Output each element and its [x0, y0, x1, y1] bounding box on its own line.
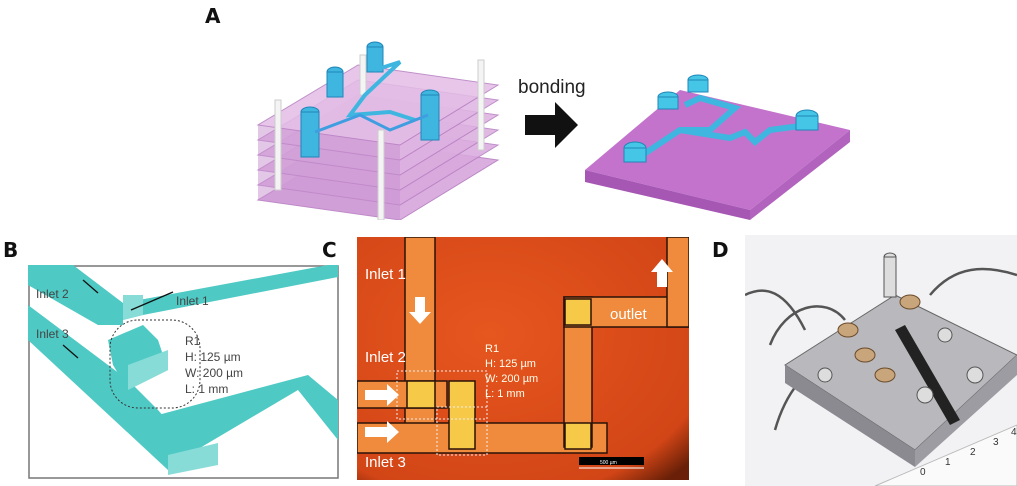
bonding-label: bonding — [518, 77, 586, 98]
panel-d-photo: 0 1 2 3 4 — [745, 235, 1017, 486]
panel-a-label: A — [205, 4, 221, 28]
inlet-3-label: Inlet 3 — [365, 454, 406, 471]
scale-bar-label: 500 µm — [600, 460, 617, 466]
inlet-3-label: Inlet 3 — [36, 327, 69, 341]
panel-b-label: B — [3, 238, 19, 262]
inlet-1-label: Inlet 1 — [365, 266, 406, 283]
ruler — [874, 424, 1017, 486]
width-label: W: 200 µm — [485, 373, 538, 385]
ruler-tick-0: 0 — [920, 467, 926, 478]
panel-b-schematic: Inlet 2 Inlet 1 Inlet 3 R1 H: 125 µm W: … — [28, 265, 339, 479]
inlet-1-label: Inlet 1 — [176, 294, 209, 308]
ruler-tick-1: 1 — [945, 457, 951, 468]
bonding-arrow — [525, 102, 578, 148]
region-label: R1 — [185, 334, 201, 348]
panel-a-illustration: bonding — [256, 41, 850, 220]
height-label: H: 125 µm — [185, 350, 241, 364]
bonded-chip — [585, 74, 850, 220]
ruler-tick-3: 3 — [993, 437, 999, 448]
length-label: L: 1 mm — [485, 388, 525, 400]
panel-c-micrograph: Inlet 1 Inlet 2 Inlet 3 outlet R1 H: 125… — [357, 237, 689, 480]
region-label: R1 — [485, 343, 499, 355]
inlet-2-label: Inlet 2 — [36, 287, 69, 301]
width-label: W: 200 µm — [185, 366, 243, 380]
layer-stack — [256, 41, 500, 220]
outlet-label: outlet — [610, 306, 648, 323]
height-label: H: 125 µm — [485, 358, 536, 370]
inlet-2-label: Inlet 2 — [365, 349, 406, 366]
panel-c-label: C — [322, 238, 337, 262]
ruler-tick-4: 4 — [1011, 427, 1017, 438]
ruler-tick-2: 2 — [970, 447, 976, 458]
scale-bar — [579, 457, 644, 465]
panel-d-label: D — [712, 238, 729, 262]
length-label: L: 1 mm — [185, 382, 228, 396]
